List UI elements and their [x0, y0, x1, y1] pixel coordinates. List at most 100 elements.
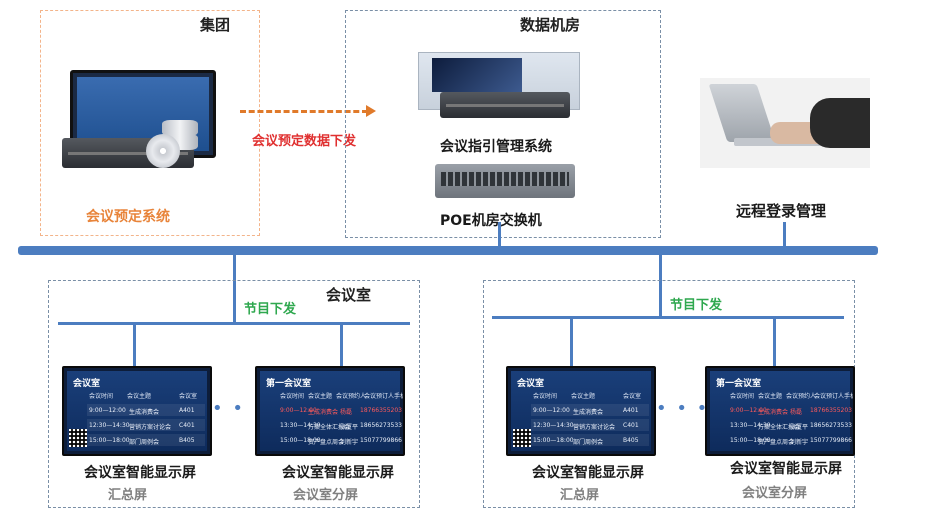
- qr-code-icon: [69, 429, 87, 447]
- room-right-screen1-sub: 汇总屏: [560, 488, 600, 503]
- room-right-hbus: [492, 316, 844, 319]
- screen-row: 15:00—18:00: [533, 437, 574, 444]
- booking-server-icon: [62, 70, 216, 180]
- screen-head: 会议室: [179, 393, 198, 400]
- room-left-hbus: [58, 322, 410, 325]
- screen-row: 刘新宇: [790, 439, 809, 446]
- screen-row: 张厦平: [340, 424, 359, 431]
- room-left-screen1-sub: 汇总屏: [108, 488, 148, 503]
- screen-row: 生成消费会: [129, 409, 160, 416]
- bus-drop-room-right: [659, 254, 662, 318]
- screen-title: 会议室: [73, 379, 101, 389]
- guidance-system-label: 会议指引管理系统: [440, 139, 552, 155]
- screen-row: 杨磊: [790, 409, 803, 416]
- screen-title: 会议室: [517, 379, 545, 389]
- screen-row: C401: [623, 422, 639, 429]
- arrow-label: 会议预定数据下发: [252, 134, 357, 149]
- room-left-box: [48, 280, 420, 508]
- screen-row: 12:30—14:30: [533, 422, 574, 429]
- poe-switch-label: POE机房交换机: [440, 213, 542, 229]
- booking-system-label: 会议预定系统: [86, 209, 170, 225]
- screen-head: 会议时间: [89, 393, 114, 400]
- qr-code-icon: [513, 429, 531, 447]
- group-box: [40, 10, 260, 236]
- room-right-screen2-sub: 会议室分屏: [742, 486, 808, 501]
- room-left-screen2-label: 会议室智能显示屏: [282, 465, 394, 481]
- screen-row: 刘新宇: [340, 439, 359, 446]
- data-flow-arrow: [240, 110, 368, 113]
- screen-row: 13:30—14:30: [280, 422, 321, 429]
- screen-row: 9:00—12:00: [280, 407, 317, 414]
- screen-head: 会议主题: [758, 393, 783, 400]
- room-right-screen2-label: 会议室智能显示屏: [730, 461, 842, 477]
- datacenter-title: 数据机房: [520, 16, 581, 34]
- screen-row: 15:00—18:00: [730, 437, 771, 444]
- arrow-head-icon: [366, 105, 376, 117]
- room-left-summary-screen: 会议室 会议时间 会议主题 会议室 9:00—12:00 生成消费会 A401 …: [62, 366, 212, 456]
- screen-row: 营销方案讨论会: [129, 424, 172, 431]
- screen-row: A401: [623, 407, 639, 414]
- screen-row: 18766355203: [810, 407, 852, 414]
- bus-drop-room-left: [233, 254, 236, 324]
- screen-row: 营销方案讨论会: [573, 424, 616, 431]
- screen-row: 13:30—14:30: [730, 422, 771, 429]
- screen-head: 会议预约人: [336, 393, 367, 400]
- bus-drop-group: [498, 222, 501, 248]
- room-left-drop-2: [340, 324, 343, 366]
- screen-head: 会议时间: [730, 393, 755, 400]
- screen-row: 部门周例会: [129, 439, 160, 446]
- screen-row: 9:00—12:00: [730, 407, 767, 414]
- screen-row: 15:00—18:00: [280, 437, 321, 444]
- bus-drop-remote: [783, 222, 786, 248]
- screen-head: 会议主题: [308, 393, 333, 400]
- room-left-title: 会议室: [326, 286, 372, 304]
- room-left-drop-1: [133, 324, 136, 366]
- screen-row: 15077799866: [360, 437, 402, 444]
- group-title: 集团: [200, 16, 231, 34]
- screen-row: 15077799866: [810, 437, 852, 444]
- room-right-drop-1: [570, 318, 573, 366]
- screen-row: 资产盘点周会: [308, 439, 345, 446]
- screen-head: 会议主题: [571, 393, 596, 400]
- room-right-split-screen: 第一会议室 会议时间 会议主题 会议预约人 会议预订人手机号 9:00—12:0…: [705, 366, 855, 456]
- screen-row: 部门周例会: [573, 439, 604, 446]
- screen-title: 第一会议室: [716, 379, 762, 389]
- screen-row: A401: [179, 407, 195, 414]
- screen-head: 会议室: [623, 393, 642, 400]
- room-right-program-label: 节目下发: [670, 298, 723, 313]
- screen-row: C401: [179, 422, 195, 429]
- screen-head: 会议主题: [127, 393, 152, 400]
- datacenter-box: [345, 10, 661, 238]
- screen-row: 生成消费会: [573, 409, 604, 416]
- screen-row: 9:00—12:00: [89, 407, 126, 414]
- screen-row: 资产盘点周会: [758, 439, 795, 446]
- laptop-icon: [700, 78, 870, 168]
- room-right-summary-screen: 会议室 会议时间 会议主题 会议室 9:00—12:00 生成消费会 A401 …: [506, 366, 656, 456]
- screen-row: 18656273533: [810, 422, 852, 429]
- screen-row: B405: [179, 437, 195, 444]
- room-left-screen1-label: 会议室智能显示屏: [84, 465, 196, 481]
- screen-head: 会议预订人手机号: [364, 393, 403, 400]
- screen-row: 生成消费会: [308, 409, 339, 416]
- room-right-drop-2: [773, 318, 776, 366]
- room-right-screen1-label: 会议室智能显示屏: [532, 465, 644, 481]
- screen-row: 9:00—12:00: [533, 407, 570, 414]
- room-left-program-label: 节目下发: [244, 302, 297, 317]
- screen-row: 生成消费会: [758, 409, 789, 416]
- screen-head: 会议时间: [533, 393, 558, 400]
- screen-head: 会议预订人手机号: [814, 393, 853, 400]
- guidance-server-icon: [418, 52, 580, 122]
- room-left-screen2-sub: 会议室分屏: [293, 488, 359, 503]
- poe-switch-icon: [435, 164, 575, 198]
- screen-head: 会议时间: [280, 393, 305, 400]
- screen-row: 12:30—14:30: [89, 422, 130, 429]
- screen-row: 15:00—18:00: [89, 437, 130, 444]
- room-left-split-screen: 第一会议室 会议时间 会议主题 会议预约人 会议预订人手机号 9:00—12:0…: [255, 366, 405, 456]
- screen-row: 方案全体汇报会: [308, 424, 351, 431]
- screen-title: 第一会议室: [266, 379, 312, 389]
- screen-row: 方案全体汇报会: [758, 424, 801, 431]
- screen-row: 18766355203: [360, 407, 402, 414]
- network-bus: [18, 246, 878, 255]
- screen-row: 18656273533: [360, 422, 402, 429]
- remote-login-label: 远程登录管理: [736, 202, 827, 220]
